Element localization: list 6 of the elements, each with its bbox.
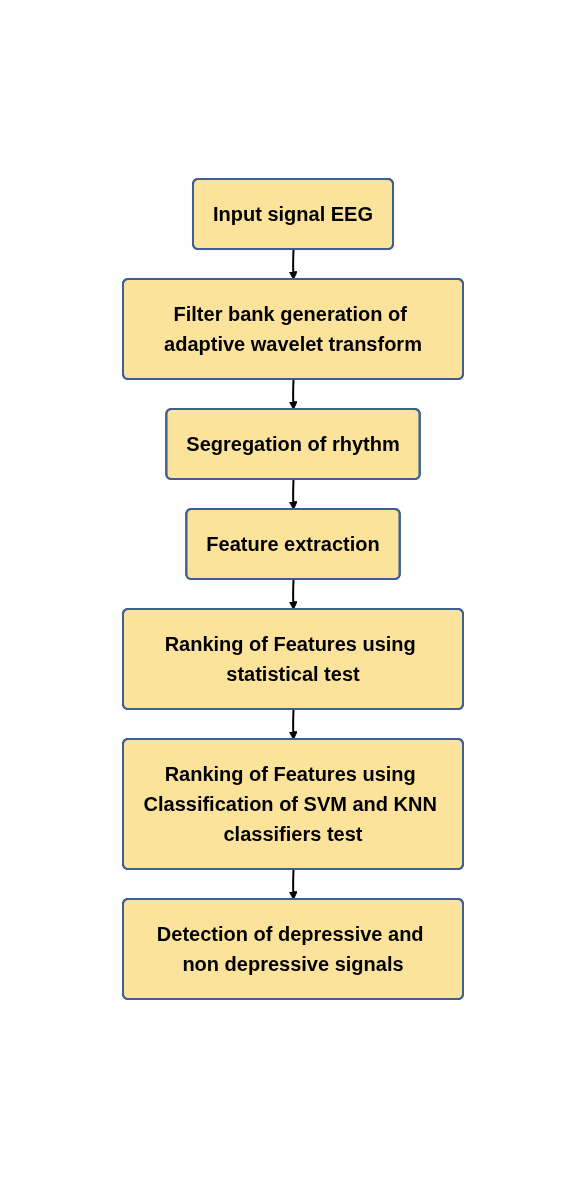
arrow — [288, 378, 298, 410]
arrow — [288, 248, 298, 280]
arrow — [288, 478, 298, 510]
arrow — [288, 578, 298, 610]
arrow — [288, 708, 298, 740]
arrow — [288, 868, 298, 900]
